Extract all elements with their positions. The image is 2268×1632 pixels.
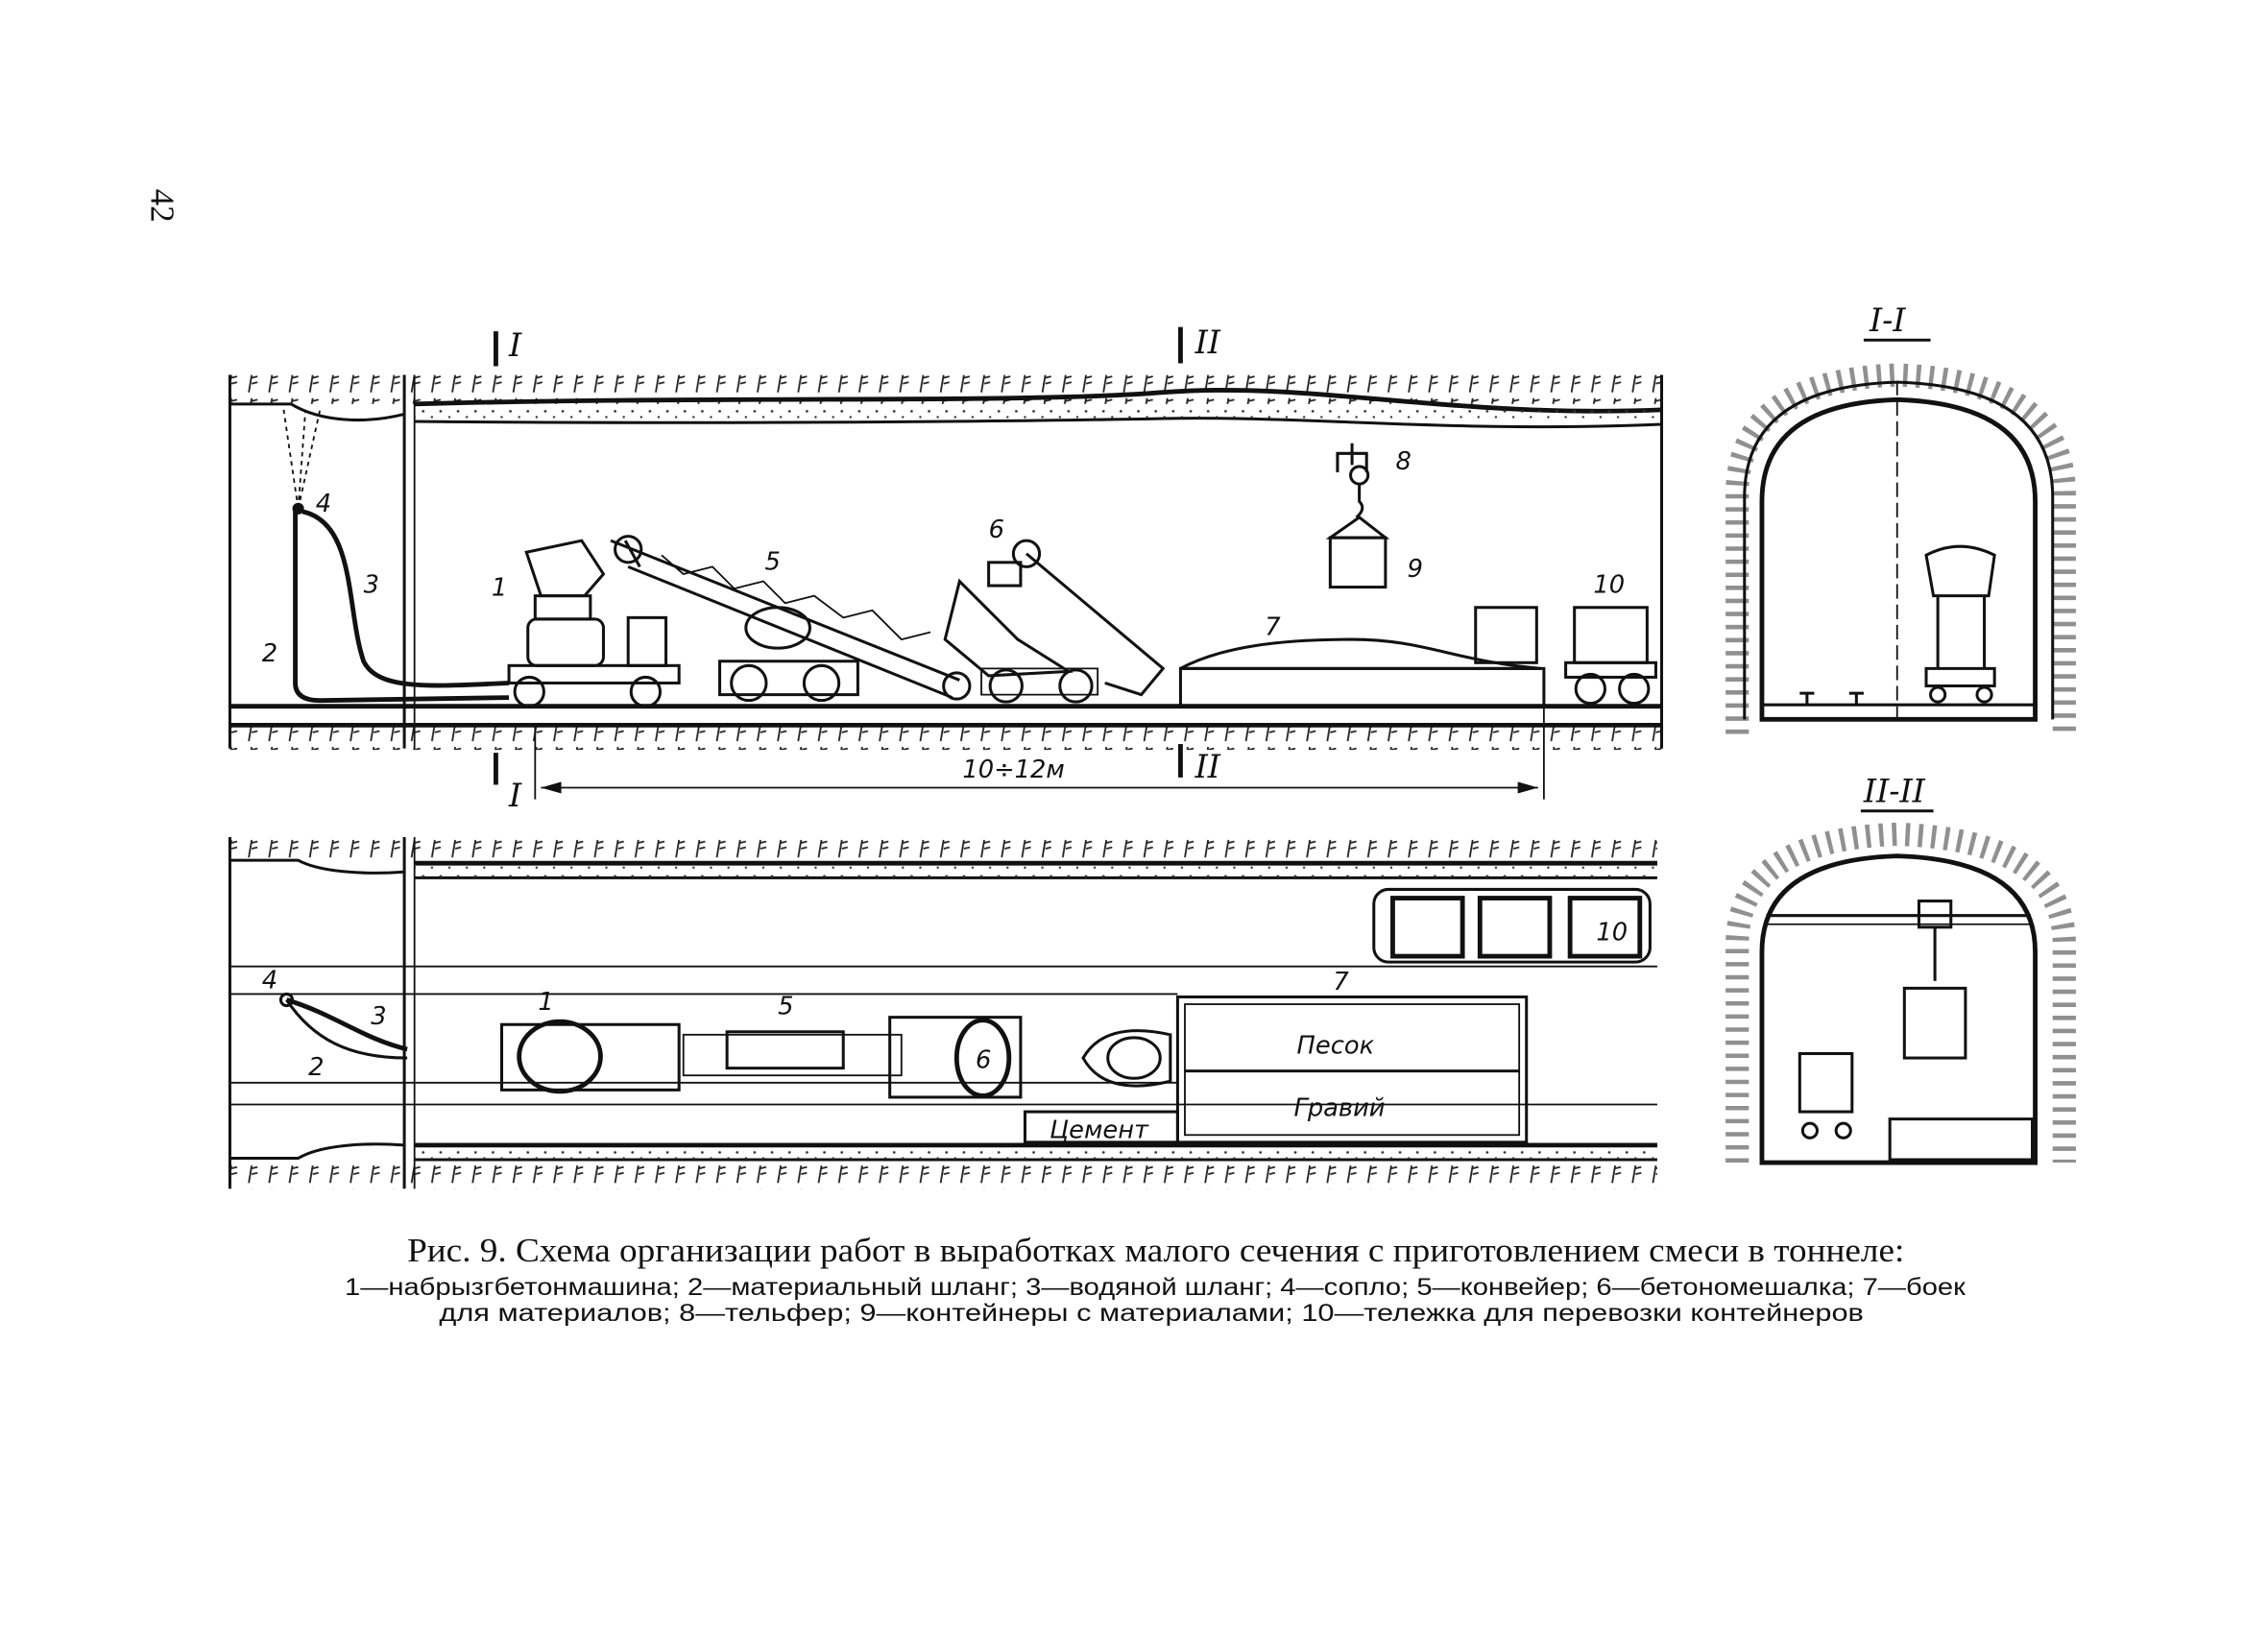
section-1-title: I-I	[1869, 301, 1906, 339]
section-2-title: II-II	[1863, 773, 1926, 810]
plan-callout-5: 5	[778, 993, 793, 1021]
plan-callout-4: 4	[262, 966, 277, 995]
plan-callout-1: 1	[538, 988, 553, 1017]
section-mark-1-bottom: I	[508, 777, 522, 814]
callout-4: 4	[316, 490, 331, 518]
callout-2: 2	[262, 639, 277, 668]
cement-bin	[1023, 1110, 1179, 1144]
section-mark-2-top: II	[1194, 324, 1221, 361]
dimension-label: 10÷12м	[962, 756, 1064, 784]
page-number: 42	[144, 189, 181, 223]
section-mark-2-bottom: II	[1194, 748, 1221, 785]
container	[1328, 536, 1387, 589]
rock-floor	[229, 726, 1662, 751]
hanging-container	[1902, 986, 1967, 1060]
container-trolley	[1474, 606, 1657, 706]
label-gravel: Гравий	[1294, 1094, 1386, 1123]
plan-callout-3: 3	[371, 1002, 386, 1031]
side-view: I I II II 10÷12м 1 2 3 4 5 6 7 8 9 10	[228, 324, 1664, 814]
plan-callout-2: 2	[308, 1053, 324, 1082]
spray-cone	[282, 409, 322, 510]
plan-callout-6: 6	[976, 1046, 991, 1075]
callout-1: 1	[492, 574, 507, 603]
concrete-mixer	[943, 539, 1166, 704]
section-mark-1-top: I	[508, 326, 522, 364]
caption-legend-line-2: для материалов; 8—тельфер; 9—контейнеры …	[439, 1300, 1864, 1327]
plan-callout-10: 10	[1596, 918, 1628, 947]
callout-6: 6	[989, 516, 1004, 544]
callout-8: 8	[1395, 447, 1411, 476]
label-sand: Песок	[1297, 1032, 1375, 1061]
callout-7: 7	[1265, 613, 1281, 642]
machine-1-plan	[517, 1019, 603, 1094]
nozzle	[292, 502, 304, 515]
water-hose	[302, 509, 510, 688]
callout-3: 3	[364, 571, 379, 600]
mixer-plan	[953, 1018, 1012, 1098]
callout-9: 9	[1408, 555, 1423, 584]
hoist	[1325, 443, 1390, 589]
plan-view: Песок Гравий Цемент 1 2 3 4 5 6 7 10	[228, 836, 1657, 1189]
cross-section-1: I-I	[1725, 301, 2076, 734]
trolley-front	[1798, 1051, 1854, 1114]
callout-5: 5	[764, 547, 780, 576]
caption-legend-line-1: 1—набрызгбетонмашина; 2—материальный шла…	[345, 1274, 1966, 1301]
plan-callout-7: 7	[1333, 968, 1349, 996]
label-cement: Цемент	[1050, 1116, 1149, 1144]
conveyor	[610, 535, 972, 703]
shotcrete-machine	[507, 539, 681, 708]
cross-section-2: II-II	[1725, 773, 2076, 1165]
machine-front	[1924, 544, 1996, 688]
bin-plan	[1175, 995, 1529, 1144]
caption-title: Рис. 9. Схема организации работ в вырабо…	[407, 1232, 1904, 1269]
material-hose	[293, 511, 510, 704]
materials-bin	[1178, 637, 1546, 708]
callout-10: 10	[1593, 571, 1625, 600]
